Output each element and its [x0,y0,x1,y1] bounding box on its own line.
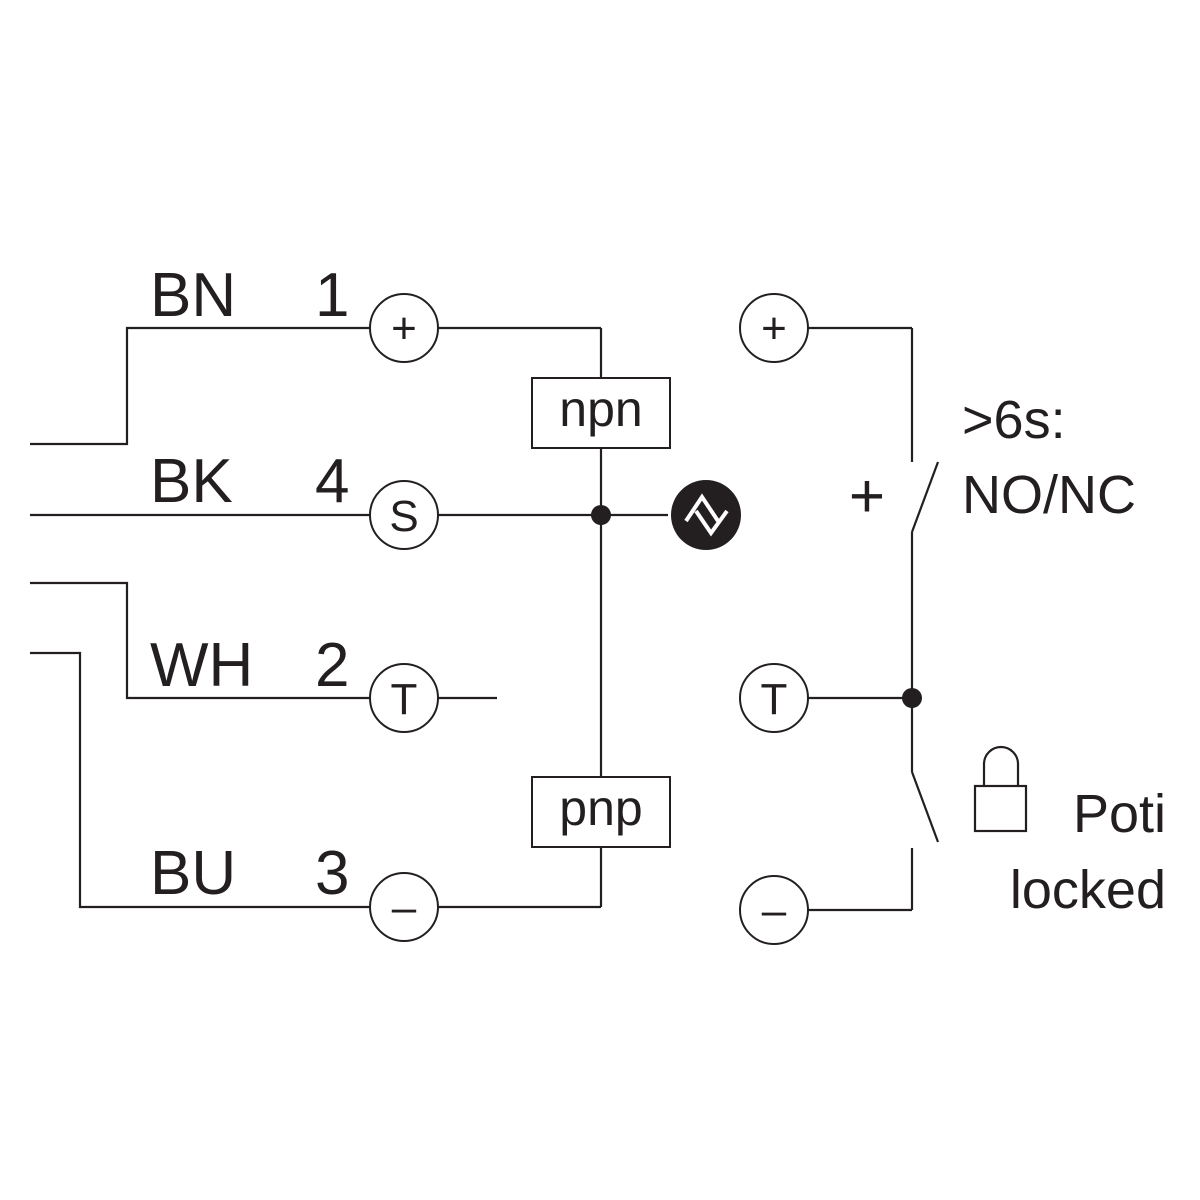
padlock-icon [973,745,1028,833]
switch-plus-contact [910,461,940,533]
terminal-teach: T [369,663,439,733]
terminal-minus: – [369,872,439,942]
switch-panel: + T – + >6s: NO/NC Poti locked [739,293,1166,945]
wire-pin-4: 4 [315,447,349,516]
wire-labels: BN 1 BK 4 WH 2 BU 3 [150,261,349,908]
wire-pin-1: 1 [315,261,349,330]
panel-terminal-teach: T [739,663,809,733]
junction-dot [591,505,611,525]
wire-color-wh: WH [150,631,253,700]
wire-bn [30,326,370,446]
panel-junction-dot [902,688,922,708]
hold-note-line2: NO/NC [962,465,1136,525]
svg-text:–: – [762,886,787,935]
lock-note-line2: locked [1010,860,1166,920]
wire-bu [30,651,370,909]
wire-color-bu: BU [150,839,236,908]
terminal-signal: S [369,480,439,550]
svg-text:S: S [389,492,418,541]
wire-color-bk: BK [150,447,233,516]
svg-text:T: T [761,675,788,724]
switch-plus-label: + [849,462,885,531]
terminal-plus: + [369,293,439,363]
svg-text:+: + [391,304,417,353]
npn-label: npn [559,381,642,437]
wire-wh [30,581,370,700]
left-terminals: + S T – [369,293,439,942]
hold-note-line1: >6s: [962,390,1066,450]
svg-text:+: + [761,304,787,353]
wire-color-bn: BN [150,261,236,330]
switch-lock-contact [910,771,940,843]
lock-note-line1: Poti [1073,784,1166,844]
pnp-box: pnp [531,776,671,848]
panel-terminal-minus: – [739,875,809,945]
panel-terminal-plus: + [739,293,809,363]
svg-text:–: – [392,883,417,932]
wire-pin-2: 2 [315,631,349,700]
svg-text:T: T [391,675,418,724]
pnp-label: pnp [559,780,642,836]
wire-pin-3: 3 [315,839,349,908]
switching-output-icon [671,480,741,550]
npn-box: npn [531,377,671,449]
